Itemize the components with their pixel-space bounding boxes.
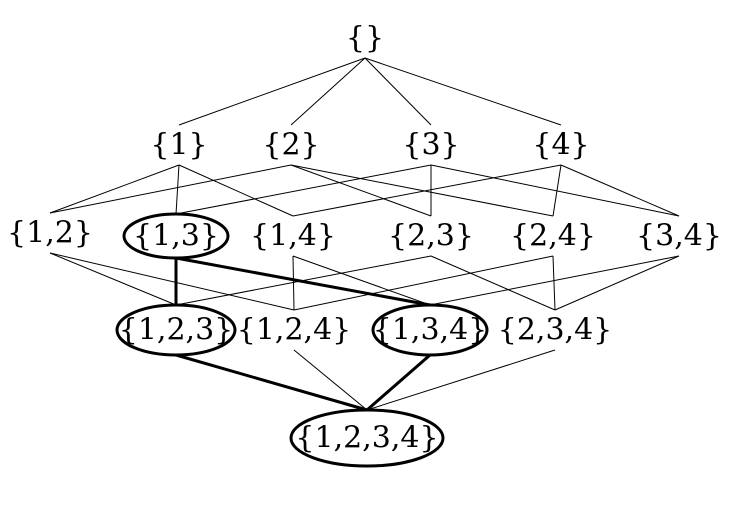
node-label-n234: {2,3,4}: [498, 313, 613, 348]
node-label-n4: {4}: [532, 128, 589, 163]
edge-n0-n1: [178, 57, 366, 126]
edge-n124-n1234: [293, 349, 368, 411]
edge-n234-n1234: [366, 349, 556, 411]
node-label-n134: {1,3,4}: [373, 313, 488, 348]
edge-n0-n4: [364, 57, 562, 126]
node-label-n12: {1,2}: [7, 216, 93, 251]
node-label-n23: {2,3}: [388, 219, 474, 254]
edge-n4-n24: [552, 164, 562, 217]
edge-n0-n2: [290, 57, 366, 126]
edge-n12-n123: [49, 252, 177, 306]
node-label-n124: {1,2,4}: [237, 313, 352, 348]
node-label-n3: {3}: [402, 128, 459, 163]
edges-layer: [49, 57, 680, 412]
highlight-ring-n13: [122, 212, 230, 260]
edge-n4-n34: [560, 164, 680, 217]
edge-n14-n134: [292, 255, 431, 306]
edge-n1-n13: [175, 164, 180, 215]
node-label-n14: {1,4}: [250, 219, 336, 254]
edge-n3-n13: [175, 164, 432, 215]
edge-n34-n134: [429, 255, 680, 306]
edge-n1-n14: [178, 164, 294, 217]
edge-n2-n24: [290, 164, 554, 217]
labels-layer: {} {1} {2} {3} {4} {1,2} {1,3} {1,4} {2,3} {2,4} {…: [7, 21, 722, 456]
highlight-ring-n134: [371, 303, 489, 357]
edge-n14-n124: [292, 255, 295, 311]
highlight-ring-n123: [115, 303, 237, 357]
edge-n34-n234: [554, 255, 680, 311]
node-label-n34: {3,4}: [636, 219, 722, 254]
edge-n23-n123: [175, 255, 432, 306]
edge-n1-n12: [49, 164, 180, 214]
edge-n3-n34: [430, 164, 680, 217]
node-label-n1234: {1,2,3,4}: [295, 421, 438, 456]
edge-n4-n14: [292, 164, 562, 217]
edge-n0-n3: [364, 57, 432, 126]
node-label-n123: {1,2,3}: [119, 313, 234, 348]
edge-n24-n234: [552, 255, 556, 311]
edge-n123-n1234: [175, 353, 368, 412]
node-label-n1: {1}: [150, 128, 207, 163]
node-label-n0: {}: [346, 21, 384, 56]
edge-n12-n124: [49, 252, 295, 311]
node-label-n13: {1,3}: [133, 219, 219, 254]
edge-n2-n12: [49, 164, 292, 214]
node-label-n2: {2}: [262, 128, 319, 163]
node-label-n24: {2,4}: [510, 219, 596, 254]
highlight-ring-n1234: [289, 408, 445, 468]
edge-n134-n1234: [366, 353, 431, 412]
highlight-rings-layer: [115, 212, 489, 468]
edge-n2-n23: [290, 164, 432, 217]
edge-n24-n124: [293, 255, 554, 311]
edge-n23-n234: [430, 255, 556, 311]
edge-n13-n134: [175, 256, 431, 307]
